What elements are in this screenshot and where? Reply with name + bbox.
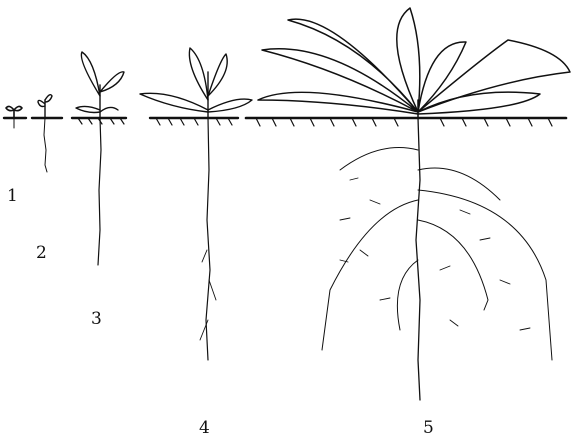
stage-3-label: 3	[91, 309, 102, 329]
stage-1-plant	[4, 106, 26, 128]
stage-1-label: 1	[7, 186, 18, 206]
stage-3-plant	[72, 52, 126, 265]
stage-4-label: 4	[199, 418, 210, 438]
stage-5-label: 5	[423, 418, 434, 438]
stage-2-plant	[32, 95, 62, 172]
stage-5-plant	[246, 8, 570, 400]
stage-2-label: 2	[36, 243, 47, 263]
stage-4-plant	[140, 48, 252, 360]
